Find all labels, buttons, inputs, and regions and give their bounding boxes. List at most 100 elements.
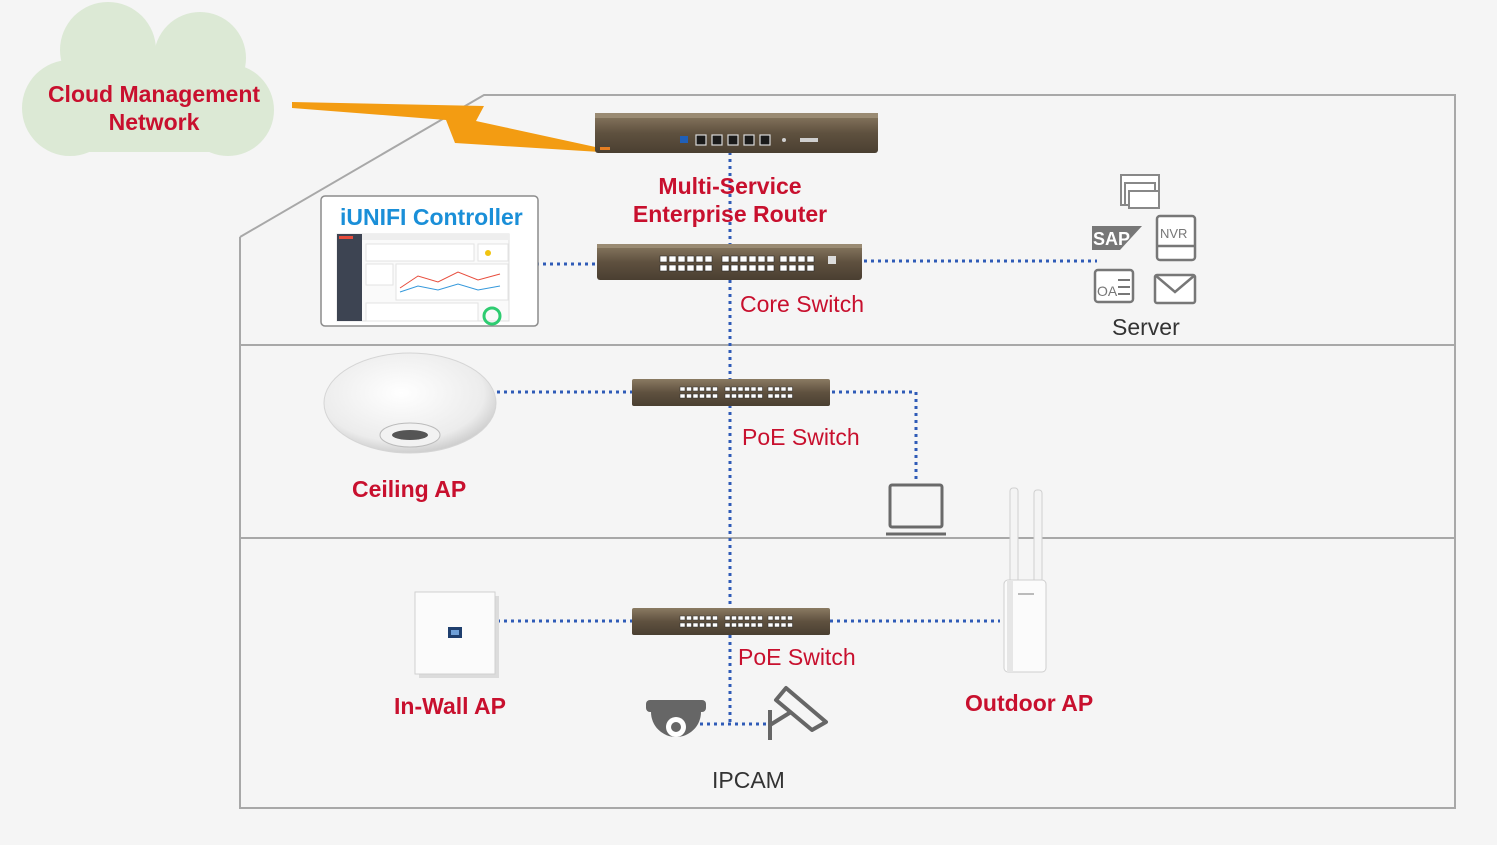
svg-text:SAP: SAP [1093, 229, 1130, 249]
cloud-label-line2: Network [108, 109, 200, 135]
switch-port [712, 393, 718, 399]
switch-port [797, 264, 806, 272]
switch-port [699, 393, 705, 399]
cloud-shape [22, 2, 274, 156]
switch-port [797, 255, 806, 263]
switch-port [724, 615, 731, 621]
switch-port [774, 622, 780, 628]
switch-port [677, 255, 686, 263]
switch-port [686, 386, 692, 392]
switch-port [806, 255, 815, 263]
switch-port [705, 393, 712, 399]
controller-title: iUNIFI Controller [340, 204, 523, 230]
switch-port [692, 393, 699, 399]
oa-icon: OA [1093, 268, 1135, 304]
inwall-ap-device [414, 591, 499, 678]
switch-port [750, 615, 757, 621]
switch-port [757, 386, 763, 392]
switch-port [750, 386, 757, 392]
dome-camera-icon [646, 700, 706, 737]
switch-port [721, 255, 730, 263]
switch-port [744, 393, 750, 399]
bullet-camera-icon [768, 686, 828, 740]
switch-port [659, 264, 668, 272]
switch-port [668, 264, 677, 272]
switch-port [692, 386, 699, 392]
switch-port [679, 622, 686, 628]
switch-port [766, 255, 775, 263]
switch-port [757, 393, 763, 399]
mail-icon [1153, 273, 1197, 305]
nvr-icon: NVR [1155, 214, 1197, 262]
switch-port [712, 615, 718, 621]
switch-port [744, 615, 750, 621]
switch-port [705, 615, 712, 621]
sap-icon: SAP [1092, 226, 1142, 250]
core-switch-ports [659, 255, 815, 272]
switch-port [788, 255, 797, 263]
switch-port [774, 386, 780, 392]
switch-port [679, 615, 686, 621]
switch-port [692, 615, 699, 621]
poe-switch-1-device [632, 379, 830, 406]
switch-port [774, 393, 780, 399]
switch-port [787, 622, 793, 628]
svg-text:OA: OA [1097, 283, 1118, 299]
inwall-ap-label: In-Wall AP [394, 693, 507, 719]
switch-port [757, 255, 766, 263]
switch-port [731, 615, 737, 621]
switch-port [787, 393, 793, 399]
switch-port [757, 264, 766, 272]
poe-switch-2-label: PoE Switch [738, 644, 856, 670]
switch-port [739, 255, 748, 263]
switch-port [757, 622, 763, 628]
router-label-line1: Multi-Service [658, 173, 802, 199]
switch-port [806, 264, 815, 272]
poe-switch-2-device [632, 608, 830, 635]
switch-port [731, 622, 737, 628]
router-label-line2: Enterprise Router [632, 201, 828, 227]
switch-port [787, 386, 793, 392]
computer-icon [886, 483, 946, 536]
switch-port [712, 622, 718, 628]
switch-port [705, 386, 712, 392]
switch-port [750, 622, 757, 628]
switch-port [788, 264, 797, 272]
core-switch-label: Core Switch [740, 291, 864, 317]
file-server-icon [1120, 174, 1160, 209]
switch-port [744, 622, 750, 628]
cloud-label-line1: Cloud Management [47, 81, 261, 107]
enterprise-router-device [595, 113, 878, 153]
switch-port [659, 255, 668, 263]
switch-port [721, 264, 730, 272]
switch-port [699, 615, 705, 621]
switch-port [748, 255, 757, 263]
core-switch-device [597, 244, 862, 280]
switch-port [757, 615, 763, 621]
switch-port [737, 393, 744, 399]
switch-port [712, 386, 718, 392]
cloud-label: Cloud Management Network [36, 80, 272, 136]
switch-port [737, 622, 744, 628]
switch-port [686, 255, 695, 263]
switch-port [677, 264, 686, 272]
switch-port [699, 622, 705, 628]
switch-port [731, 393, 737, 399]
switch-port [695, 255, 704, 263]
switch-port [767, 615, 774, 621]
switch-port [724, 393, 731, 399]
switch-port [692, 622, 699, 628]
outdoor-ap-label: Outdoor AP [965, 690, 1094, 716]
switch-port [767, 393, 774, 399]
switch-port [668, 255, 677, 263]
switch-port [767, 622, 774, 628]
switch-port [780, 386, 787, 392]
switch-port [686, 264, 695, 272]
switch-port [704, 255, 713, 263]
switch-port [686, 615, 692, 621]
switch-port [744, 386, 750, 392]
switch-port [686, 622, 692, 628]
ipcam-label: IPCAM [712, 767, 785, 793]
switch-port [705, 622, 712, 628]
